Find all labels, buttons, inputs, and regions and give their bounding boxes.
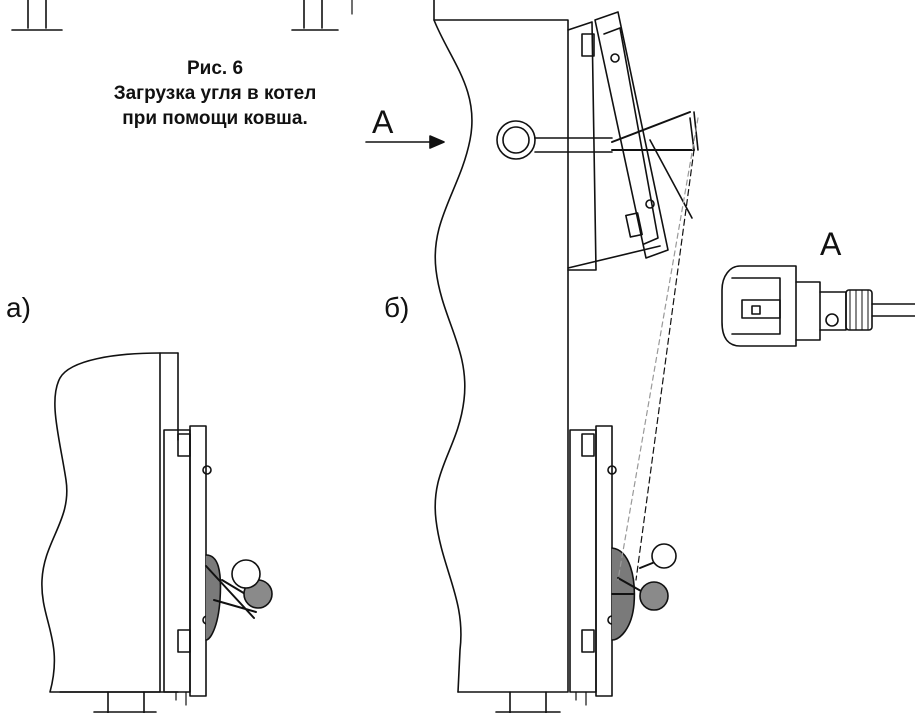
detail-view-label: А [820, 226, 842, 262]
panel-a-label: а) [6, 292, 31, 323]
boiler-b-upper-door [594, 11, 669, 259]
boiler-b [433, 0, 699, 714]
boiler-a-ball-light [231, 559, 261, 589]
view-arrow-label: А [372, 104, 394, 140]
swing-trace-dark [635, 149, 695, 581]
boiler-a-body [41, 352, 179, 693]
panel-b-label: б) [384, 292, 410, 323]
boiler-b-body [433, 0, 473, 693]
view-arrow [365, 135, 445, 149]
figure-caption: Рис. 6 Загрузка угля в котел при помощи … [110, 56, 320, 131]
boiler-b-ball-light [651, 543, 677, 569]
boiler-a [41, 352, 273, 714]
swing-trace-light [617, 117, 699, 581]
detail-view-a [721, 265, 915, 347]
boiler-a-weight [205, 554, 222, 641]
caption-line-3: при помощи ковша. [122, 108, 308, 129]
caption-line-2: Загрузка угля в котел [113, 83, 317, 104]
caption-line-1: Рис. 6 [186, 58, 244, 79]
boiler-b-ring [496, 120, 536, 160]
top-remnant-legs [11, 0, 353, 31]
boiler-b-ball-dark [639, 581, 669, 611]
